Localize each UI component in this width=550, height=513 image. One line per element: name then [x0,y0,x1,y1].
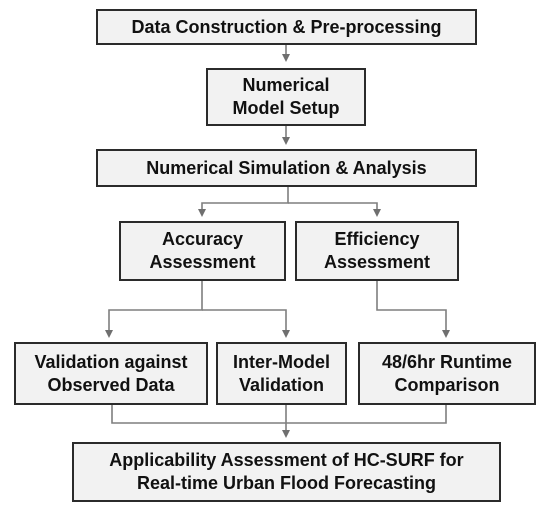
box-applicability-assessment: Applicability Assessment of HC-SURF for … [72,442,501,502]
box-efficiency-line1: Efficiency [334,229,420,249]
box-runtime-comparison: 48/6hr Runtime Comparison [358,342,536,405]
box-data-construction-label: Data Construction & Pre-processing [131,16,442,37]
box-validation-observed: Validation against Observed Data [14,342,208,405]
box-inter-model-line1: Inter-Model [233,351,330,372]
box-simulation: Numerical Simulation & Analysis [96,149,477,187]
box-runtime-line2: Comparison [394,374,500,395]
connector-validation-merge [111,404,447,424]
connector-simulation-to-efficiency [288,202,381,217]
box-accuracy-line1: Accuracy [161,229,244,249]
box-runtime-line1: 48/6hr Runtime [381,351,513,372]
box-applicability-line1: Applicability Assessment of HC-SURF for [109,450,464,470]
box-applicability-line2: Real-time Urban Flood Forecasting [136,473,437,493]
box-data-construction: Data Construction & Pre-processing [96,9,477,45]
connector-accuracy-to-intermodel [202,309,290,338]
connector-efficiency-to-runtime [376,280,450,338]
box-efficiency-line2: Assessment [323,252,431,272]
box-model-setup: Numerical Model Setup [206,68,366,126]
box-model-setup-line1: Numerical [242,75,330,95]
box-inter-model-validation: Inter-Model Validation [216,342,347,405]
box-efficiency-assessment: Efficiency Assessment [295,221,459,281]
connector-accuracy-to-validation [105,280,203,338]
box-accuracy-assessment: Accuracy Assessment [119,221,286,281]
connector-simulation-to-accuracy [198,186,289,217]
box-simulation-label: Numerical Simulation & Analysis [146,157,427,178]
box-inter-model-line2: Validation [238,374,325,395]
box-model-setup-line2: Model Setup [232,98,340,118]
box-validation-observed-line1: Validation against [34,351,188,372]
box-validation-observed-line2: Observed Data [47,374,175,395]
box-accuracy-line2: Assessment [149,252,256,272]
